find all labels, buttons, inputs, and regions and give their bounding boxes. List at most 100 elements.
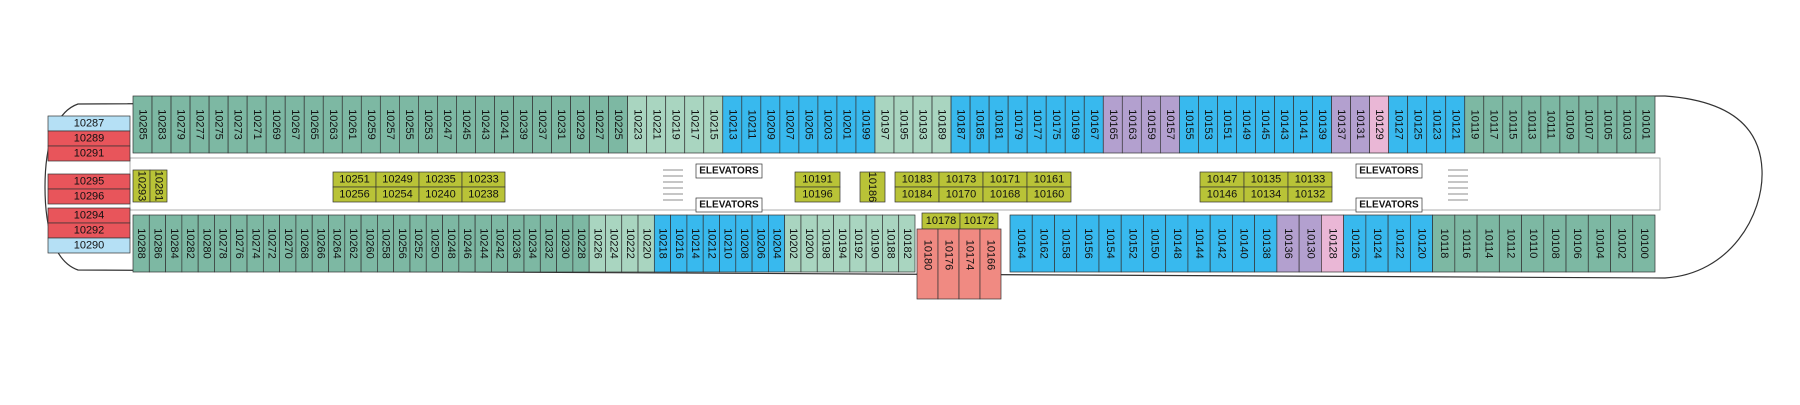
lower-salmon-cabin-number: 10176 <box>943 240 955 271</box>
top-row-cabin-number: 10243 <box>479 109 491 140</box>
bow-mid-cabin <box>47 188 131 205</box>
top-row-cabin-number: 10275 <box>213 109 225 140</box>
bottom-row-cabin-number: 10270 <box>282 228 294 259</box>
top-row-cabin-number: 10219 <box>669 109 681 140</box>
top-row-cabin-number: 10221 <box>650 109 662 140</box>
bow-mid-cabin-number: 10296 <box>74 190 105 202</box>
lower-olive-cabin-number: 10172 <box>964 215 995 227</box>
top-row-cabin-number: 10227 <box>593 109 605 140</box>
top-row-cabin <box>1635 95 1656 154</box>
top-row-cabin-number: 10149 <box>1240 109 1252 140</box>
top-row-cabin-number: 10213 <box>726 109 738 140</box>
top-row-cabin-number: 10239 <box>517 109 529 140</box>
center-a-cabin-number: 10251 <box>339 173 370 185</box>
bottom-row-cabin-number: 10246 <box>461 228 473 259</box>
top-row-cabin-number: 10143 <box>1278 109 1290 140</box>
top-row-cabin-number: 10199 <box>860 109 872 140</box>
bottom-row-cabin-number: 10258 <box>380 228 392 259</box>
top-row-cabin-number: 10185 <box>974 109 986 140</box>
bottom-row-cabin-number: 10218 <box>657 228 669 259</box>
top-row-cabin-number: 10137 <box>1335 109 1347 140</box>
bow-bottom-cabin <box>47 237 131 254</box>
center-e-cabin-number: 10135 <box>1251 173 1282 185</box>
top-row-cabin-number: 10115 <box>1506 110 1518 140</box>
elevator-box <box>1355 163 1423 179</box>
bow-top-cabin-number: 10291 <box>74 147 105 159</box>
center-a-cabin-number: 10233 <box>468 173 499 185</box>
center-a-cabin-number: 10254 <box>382 188 413 200</box>
bottom-row-cabin-number: 10214 <box>689 228 701 259</box>
bottom-row-cabin-number: 10268 <box>298 228 310 259</box>
top-row-cabin-number: 10223 <box>631 109 643 140</box>
top-row-cabin-number: 10279 <box>175 109 187 140</box>
bottom-row-cabin-number: 10234 <box>526 228 538 259</box>
bottom-row-right-cabin-number: 10164 <box>1015 228 1027 259</box>
top-row-cabin-number: 10259 <box>365 109 377 140</box>
top-row-cabin-number: 10101 <box>1640 109 1652 140</box>
bottom-row-right-cabin-number: 10138 <box>1260 228 1272 259</box>
lower-salmon-cabin-number: 10166 <box>985 240 997 271</box>
bottom-row-right-cabin-number: 10112 <box>1505 229 1517 259</box>
top-row-cabin-number: 10111 <box>1544 110 1556 139</box>
bottom-row-cabin-number: 10230 <box>559 228 571 259</box>
bottom-row-cabin-number: 10194 <box>836 228 848 259</box>
bottom-row-right-cabin-number: 10148 <box>1171 228 1183 259</box>
bottom-row-right-cabin-number: 10136 <box>1282 228 1294 259</box>
lower-olive-cabin-number: 10178 <box>926 215 957 227</box>
center-d-cabin-number: 10160 <box>1034 188 1065 200</box>
top-row-cabin-number: 10231 <box>555 109 567 140</box>
top-row-cabin-number: 10175 <box>1050 109 1062 140</box>
top-row-cabin-number: 10237 <box>536 109 548 140</box>
top-row-cabin-number: 10157 <box>1164 109 1176 140</box>
bottom-row-cabin-number: 10208 <box>738 228 750 259</box>
bottom-row-cabin-number: 10198 <box>819 228 831 259</box>
bottom-row-cabin-number: 10190 <box>868 228 880 259</box>
top-row-cabin-number: 10131 <box>1354 109 1366 140</box>
bottom-row-cabin-number: 10260 <box>363 228 375 259</box>
bottom-row-right-cabin-number: 10156 <box>1082 228 1094 259</box>
bottom-row-cabin-number: 10212 <box>705 228 717 259</box>
top-row-cabin-number: 10245 <box>460 109 472 140</box>
bow-top-cabin-number: 10289 <box>74 132 105 144</box>
center-e-cabin-number: 10146 <box>1207 188 1238 200</box>
top-row-cabin-number: 10177 <box>1031 109 1043 140</box>
bottom-row-right-cabin-number: 10120 <box>1416 228 1428 259</box>
bottom-row-cabin-number: 10188 <box>885 228 897 259</box>
bottom-row-cabin-number: 10262 <box>347 228 359 259</box>
bottom-row-right-cabin-number: 10128 <box>1327 228 1339 259</box>
bottom-row-right-cabin-number: 10102 <box>1616 228 1628 259</box>
top-row-cabin-number: 10113 <box>1525 110 1537 140</box>
bottom-row-right-cabin-number: 10150 <box>1149 228 1161 259</box>
center-a-cabin-number: 10249 <box>382 173 413 185</box>
center-d-cabin-number: 10173 <box>946 173 977 185</box>
top-row-cabin-number: 10167 <box>1088 109 1100 140</box>
bottom-row-cabin <box>898 214 916 273</box>
bottom-row-right-cabin-number: 10122 <box>1393 228 1405 259</box>
top-row-cabin-number: 10151 <box>1221 109 1233 140</box>
bottom-row-right-cabin-number: 10110 <box>1527 229 1539 259</box>
bottom-row-cabin-number: 10248 <box>445 228 457 259</box>
center-d-cabin-number: 10184 <box>902 188 933 200</box>
top-row-cabin-number: 10201 <box>841 109 853 140</box>
center-b-cabin <box>794 186 841 203</box>
bow-top-cabin <box>47 145 131 162</box>
top-row-cabin-number: 10109 <box>1563 109 1575 140</box>
center-d-cabin-number: 10170 <box>946 188 977 200</box>
top-row-cabin-number: 10145 <box>1259 109 1271 140</box>
top-row-cabin-number: 10163 <box>1126 109 1138 140</box>
center-a-cabin-number: 10240 <box>425 188 456 200</box>
top-row-cabin-number: 10125 <box>1411 109 1423 140</box>
bottom-row-cabin-number: 10228 <box>575 228 587 259</box>
bottom-row-right-cabin-number: 10118 <box>1438 229 1450 259</box>
top-row-cabin-number: 10263 <box>327 109 339 140</box>
top-row-cabin-number: 10285 <box>137 109 149 140</box>
elevator-box <box>695 197 763 213</box>
top-row-cabin-number: 10193 <box>917 109 929 140</box>
top-row-cabin-number: 10211 <box>745 110 757 140</box>
top-row-cabin-number: 10117 <box>1487 110 1499 140</box>
bottom-row-cabin-number: 10182 <box>901 228 913 259</box>
top-row-cabin-number: 10103 <box>1621 109 1633 140</box>
bottom-row-cabin-number: 10242 <box>494 228 506 259</box>
